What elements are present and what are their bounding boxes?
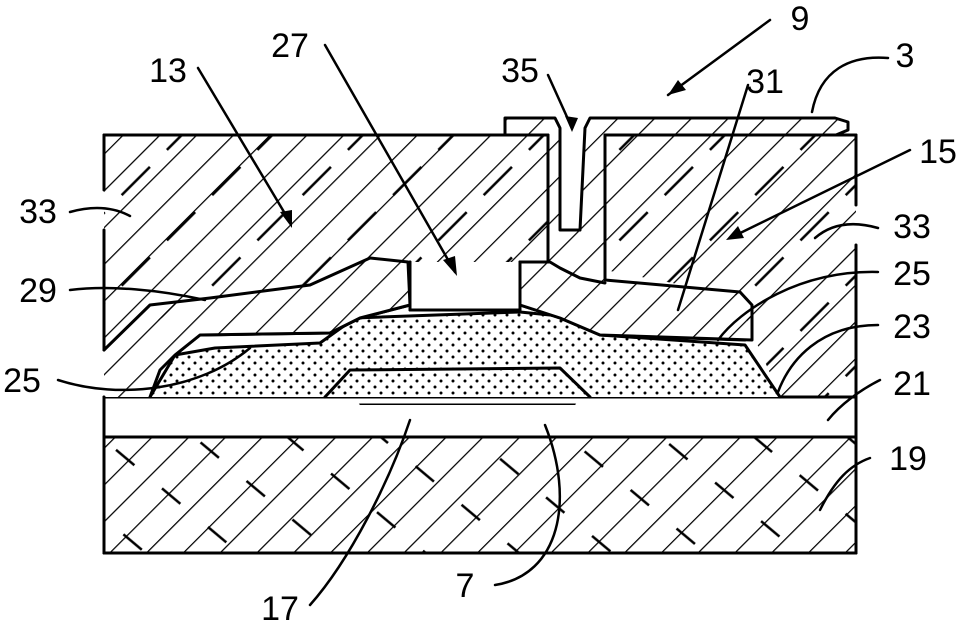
label-31: 31 xyxy=(746,63,784,101)
label-13: 13 xyxy=(149,52,187,90)
substrate-layer xyxy=(104,437,856,553)
label-35: 35 xyxy=(501,52,539,90)
label-29: 29 xyxy=(19,272,57,310)
label-21: 21 xyxy=(893,365,931,403)
label-33-right: 33 xyxy=(893,208,931,246)
label-19: 19 xyxy=(889,440,927,478)
label-7: 7 xyxy=(456,567,475,605)
arrow-35 xyxy=(565,116,578,132)
label-27: 27 xyxy=(271,27,309,65)
label-25-right: 25 xyxy=(893,255,931,293)
label-9: 9 xyxy=(791,0,810,38)
leader-3 xyxy=(812,58,888,112)
gate-insulator-layer xyxy=(104,397,856,437)
label-25-left: 25 xyxy=(3,362,41,400)
label-17: 17 xyxy=(261,590,299,625)
contact-opening xyxy=(410,262,520,310)
label-23: 23 xyxy=(893,308,931,346)
label-3: 3 xyxy=(896,37,915,75)
label-33-left: 33 xyxy=(19,193,57,231)
label-15: 15 xyxy=(919,133,957,171)
